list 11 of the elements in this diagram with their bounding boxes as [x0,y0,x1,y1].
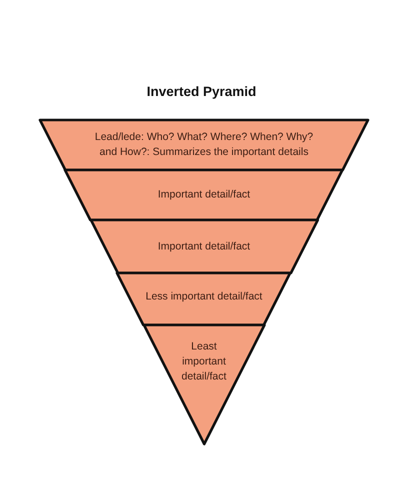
tier-label: Least important detail/fact [180,339,228,384]
pyramid-tier [88,218,320,275]
pyramid-tier [115,271,293,327]
tier-label: Important detail/fact [156,239,252,254]
tier-label: Important detail/fact [156,188,252,202]
pyramid-tier [142,323,266,446]
pyramid-tier [38,118,370,172]
diagram-title: Inverted Pyramid [146,84,256,99]
tier-label: Less important detail/fact [144,289,264,304]
tier-label: Lead/lede: Who? What? Where? When? Why? and How?: Summarizes the important details [94,130,314,160]
pyramid-tier [63,168,345,222]
